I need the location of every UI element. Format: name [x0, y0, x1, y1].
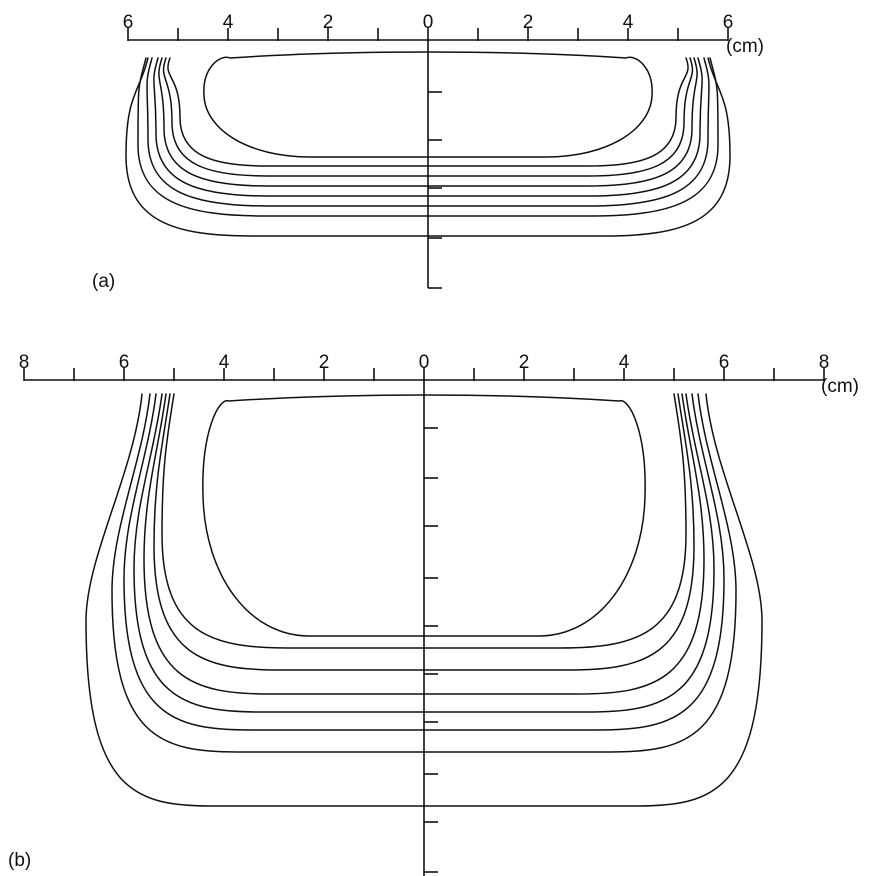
isodose-contour — [111, 393, 737, 753]
x-axis-tick-label: 2 — [319, 352, 330, 373]
isodose-contour — [137, 57, 719, 217]
x-axis-tick-label: 6 — [723, 12, 734, 33]
panel-a: 6 4 2 0 2 4 6 (cm) (a) — [92, 12, 764, 292]
isodose-contour — [162, 57, 694, 177]
isodose-contour — [125, 57, 731, 237]
x-axis-tick-label: 2 — [323, 12, 334, 33]
isodose-contour — [133, 393, 715, 713]
x-axis-tick-label: 2 — [519, 352, 530, 373]
x-axis-tick-label: 6 — [119, 352, 130, 373]
x-axis-tick-label: 0 — [423, 12, 434, 33]
isodose-contour — [123, 393, 725, 731]
x-axis-tick-label: 8 — [819, 352, 830, 373]
isodose-contour — [146, 57, 710, 207]
panel-label: (b) — [8, 850, 31, 871]
isodose-contour — [143, 393, 705, 695]
isodose-contour-inner — [203, 51, 653, 158]
isodose-contour — [167, 57, 689, 167]
x-axis-tick-label: 6 — [123, 12, 134, 33]
x-axis-tick-label: 4 — [219, 352, 230, 373]
x-axis-tick-label: 8 — [19, 352, 30, 373]
x-axis-unit-label: (cm) — [821, 376, 859, 397]
isodose-contour — [161, 393, 687, 649]
panel-b: 8 6 4 2 0 2 4 6 8 (cm) (b) — [8, 352, 859, 876]
x-axis-tick-label: 2 — [523, 12, 534, 33]
isodose-contour — [153, 57, 703, 197]
isodose-contour — [153, 393, 695, 671]
isodose-contour — [158, 57, 698, 187]
x-axis-tick-label: 4 — [223, 12, 234, 33]
x-axis-tick-label: 0 — [419, 352, 430, 373]
panel-label: (a) — [92, 271, 115, 292]
x-axis-tick-label: 4 — [623, 12, 634, 33]
x-axis-tick-label: 6 — [719, 352, 730, 373]
x-axis-tick-label: 4 — [619, 352, 630, 373]
x-axis-unit-label: (cm) — [726, 36, 764, 57]
isodose-contour — [85, 393, 763, 807]
isodose-contour-inner — [202, 394, 646, 637]
